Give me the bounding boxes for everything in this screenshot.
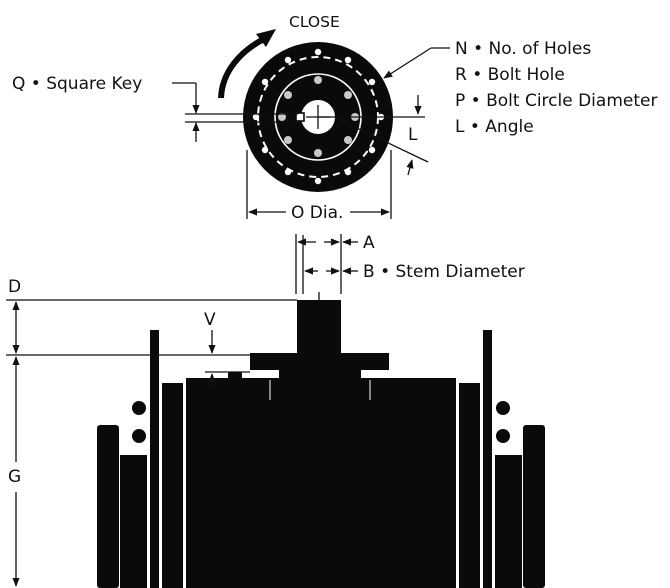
bolt-hole [284, 168, 292, 176]
bolt-hole [368, 146, 376, 154]
angle-label: L [408, 125, 418, 145]
v-dimension-label: V [204, 310, 216, 330]
valve-main-body [186, 378, 456, 588]
a-dimension-label: A [363, 233, 375, 253]
callout-bolt-circle-diameter: P • Bolt Circle Diameter [455, 91, 657, 111]
square-key-label: Q • Square Key [12, 74, 142, 94]
g-dimension-label: G [8, 467, 21, 487]
callout-no-of-holes: N • No. of Holes [455, 39, 591, 59]
callout-angle: L • Angle [455, 117, 534, 137]
inner-hole [278, 113, 286, 121]
valve-body [97, 292, 545, 588]
inner-hole [284, 91, 292, 99]
bolt-hole [261, 146, 269, 154]
inner-hole [314, 149, 322, 157]
bolt-hole [252, 113, 260, 121]
flange-plan-view: CLOSE [12, 13, 657, 223]
d-dimension-label: D [8, 277, 21, 297]
bolt-hole [284, 56, 292, 64]
callout-bolt-hole: R • Bolt Hole [455, 65, 565, 85]
inner-bolt-holes [278, 76, 359, 157]
mounting-flange [250, 353, 389, 370]
close-rotation-arrow [218, 37, 264, 99]
bolt-hole [314, 177, 322, 185]
inner-hole [284, 136, 292, 144]
bolt-hole [314, 48, 322, 56]
callout-list: N • No. of Holes R • Bolt Hole P • Bolt … [455, 39, 657, 137]
inner-hole [344, 136, 352, 144]
close-rotation-arrowhead [256, 29, 276, 47]
right-end-flange [523, 425, 545, 588]
square-key [295, 112, 305, 122]
inner-hole [314, 76, 322, 84]
inner-hole [344, 91, 352, 99]
bolt-hole [344, 168, 352, 176]
bolt-hole [368, 78, 376, 86]
left-end-flange [97, 425, 119, 588]
bolt-hole [261, 78, 269, 86]
close-label: CLOSE [289, 13, 340, 31]
b-dimension-label: B • Stem Diameter [363, 262, 525, 282]
stem-dimensions: A B • Stem Diameter [295, 233, 525, 294]
bolt-hole [344, 56, 352, 64]
bolt-holes [252, 48, 385, 185]
outer-diameter-label: O Dia. [291, 203, 343, 223]
valve-stem [297, 300, 341, 358]
body-dimensions: D V G [6, 277, 297, 587]
